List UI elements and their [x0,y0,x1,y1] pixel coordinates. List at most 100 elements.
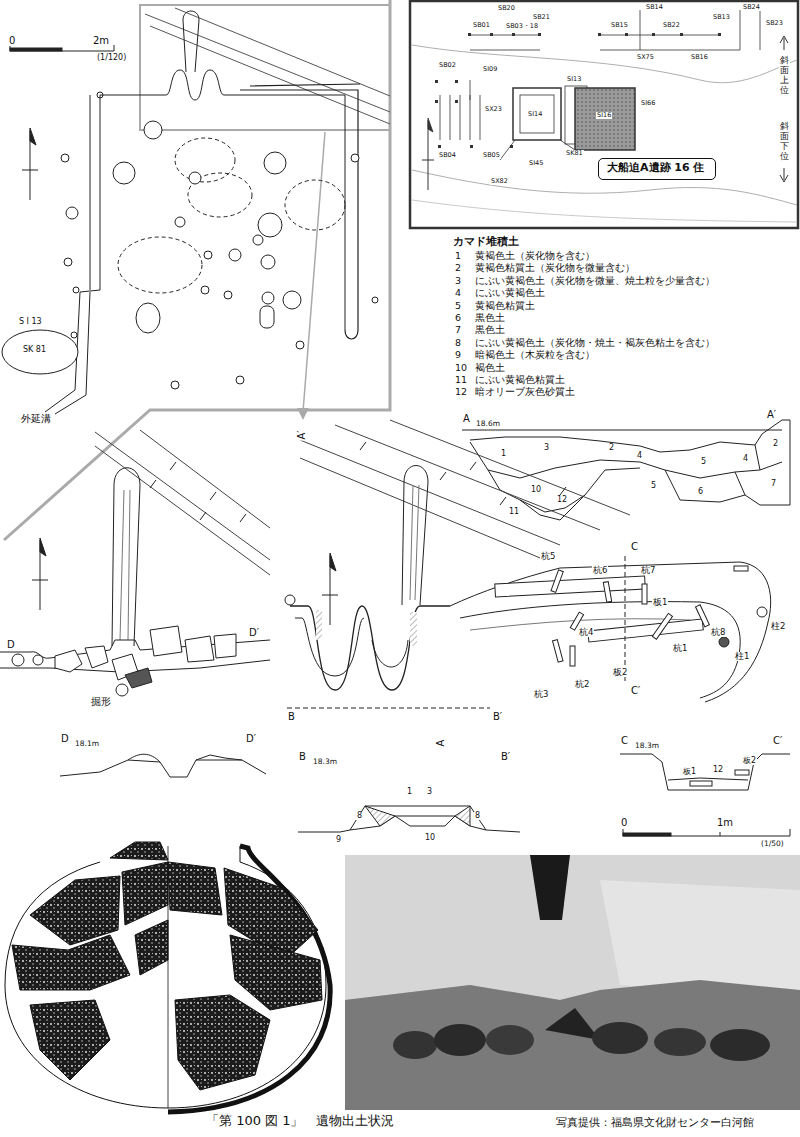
drawing-part-part [214,634,236,658]
drawing-part-part [468,33,471,36]
layer-number: 11 [454,375,468,385]
scale-number: 2m [92,36,110,46]
drawing-part-part [33,655,43,665]
photo-part [345,855,800,1110]
plan-1-120-part [145,8,390,124]
drawing-part-part [372,297,378,303]
drawing-part [61,121,378,389]
slope-label: 斜面上位 [779,56,790,96]
stake-label: 杭4 [578,628,594,637]
plan-detail-right-part [330,553,336,571]
drawing-part-part [188,173,252,217]
plan-detail-right-part [360,442,566,505]
figure-caption: 「第 100 図 1」 遺物出土状況 [205,1114,395,1127]
stake-label: 杭7 [640,566,656,575]
map-label: SB04 [438,152,457,159]
plan-detail-left-part [112,468,140,646]
site-map-part [412,200,797,222]
map-label: SI14 [527,111,543,118]
drawing-part-part [136,303,160,333]
frame-part [297,408,309,420]
layer-number: 12 [556,496,568,504]
layer-description: にぶい黄褐色粘質土 [474,375,566,385]
section-a-part [470,420,790,452]
section-c-part [668,778,748,780]
drawing-part-part [470,145,473,148]
section-mark: C′ [630,686,641,696]
post-label: 柱1 [734,652,750,661]
stake-label: 杭3 [533,690,549,699]
section-mark: D′ [248,628,260,638]
drawing-part-part [551,570,563,592]
map-label: SI66 [640,100,656,107]
section-a-part [735,445,760,495]
board-label: 板2 [742,757,757,765]
elevation: 18.3m [312,758,338,766]
board-label: 板1 [682,768,697,776]
drawing-part-part [150,626,182,656]
site-map-part [410,1,798,228]
feature-label: S I 13 [18,318,43,326]
site-map-part [412,45,797,83]
elevation: 18.1m [74,740,100,748]
layer-number: 1 [500,450,507,458]
drawing-part-part [435,80,438,83]
drawing-part-part [285,595,295,605]
map-label: SB15 [610,22,629,29]
drawing-part-part [262,292,274,304]
drawing-part-part [283,291,301,309]
section-mark: C′ [772,736,783,746]
photo-part [710,1029,770,1061]
layer-description: 黄褐色粘質土（炭化物を微量含む） [474,263,636,273]
site-map-part [500,140,575,160]
layer-number: 7 [454,325,462,335]
map-label: SB13 [712,14,731,21]
feature-label: 掘形 [90,697,112,707]
drawing-part [12,626,236,696]
drawing-part-part [260,306,274,328]
section-b-part [395,816,455,826]
drawing-part-part [598,33,601,36]
section-mark: C [620,736,629,746]
pot-drawing-part [12,935,130,990]
photo-credit: 写真提供：福島県文化財センター白河館 [555,1117,755,1128]
site-map-part [520,95,554,133]
section-mark: A [436,739,446,748]
pot-drawing-part [175,995,270,1090]
plan-1-120 [2,8,390,414]
section-mark: A [462,414,471,424]
layer-number: 12 [712,766,724,774]
scale-number: 0 [620,818,628,828]
map-label: SI13 [566,76,582,83]
plan-1-120-part [30,128,36,145]
callout-box: 大船迫A遺跡 16 住 [598,158,716,180]
frame [4,0,390,540]
pot-drawing-part [30,876,120,945]
plan-detail-right-part [300,420,630,560]
drawing-part-part [757,607,767,617]
layer-number: 10 [454,363,468,373]
section-a-part [462,430,782,431]
stake-label: 杭6 [592,566,608,575]
map-label: SB21 [532,14,551,21]
section-d-part [60,760,266,777]
drawing-part-part [113,162,135,184]
pot-drawing-part [168,862,222,915]
section-a [462,420,790,520]
scale-bar-part [623,829,790,836]
board-label: 板2 [612,668,628,677]
photo-part [345,855,800,1000]
layer-description: 暗オリーブ灰色砂質土 [474,387,576,397]
drawing-part-part [642,584,647,604]
map-label: SX82 [490,178,509,185]
pot-drawing-part [230,935,322,1010]
map-label: SB01 [472,22,491,29]
stake-label: 杭1 [672,644,688,653]
layer-number: 10 [424,834,436,842]
layer-number: 2 [772,440,779,448]
drawing-part-part [264,152,286,174]
map-label: SB14 [645,4,664,11]
map-label: SX23 [484,106,503,113]
pot-drawing [5,842,330,1112]
stake-label: 杭8 [710,628,726,637]
